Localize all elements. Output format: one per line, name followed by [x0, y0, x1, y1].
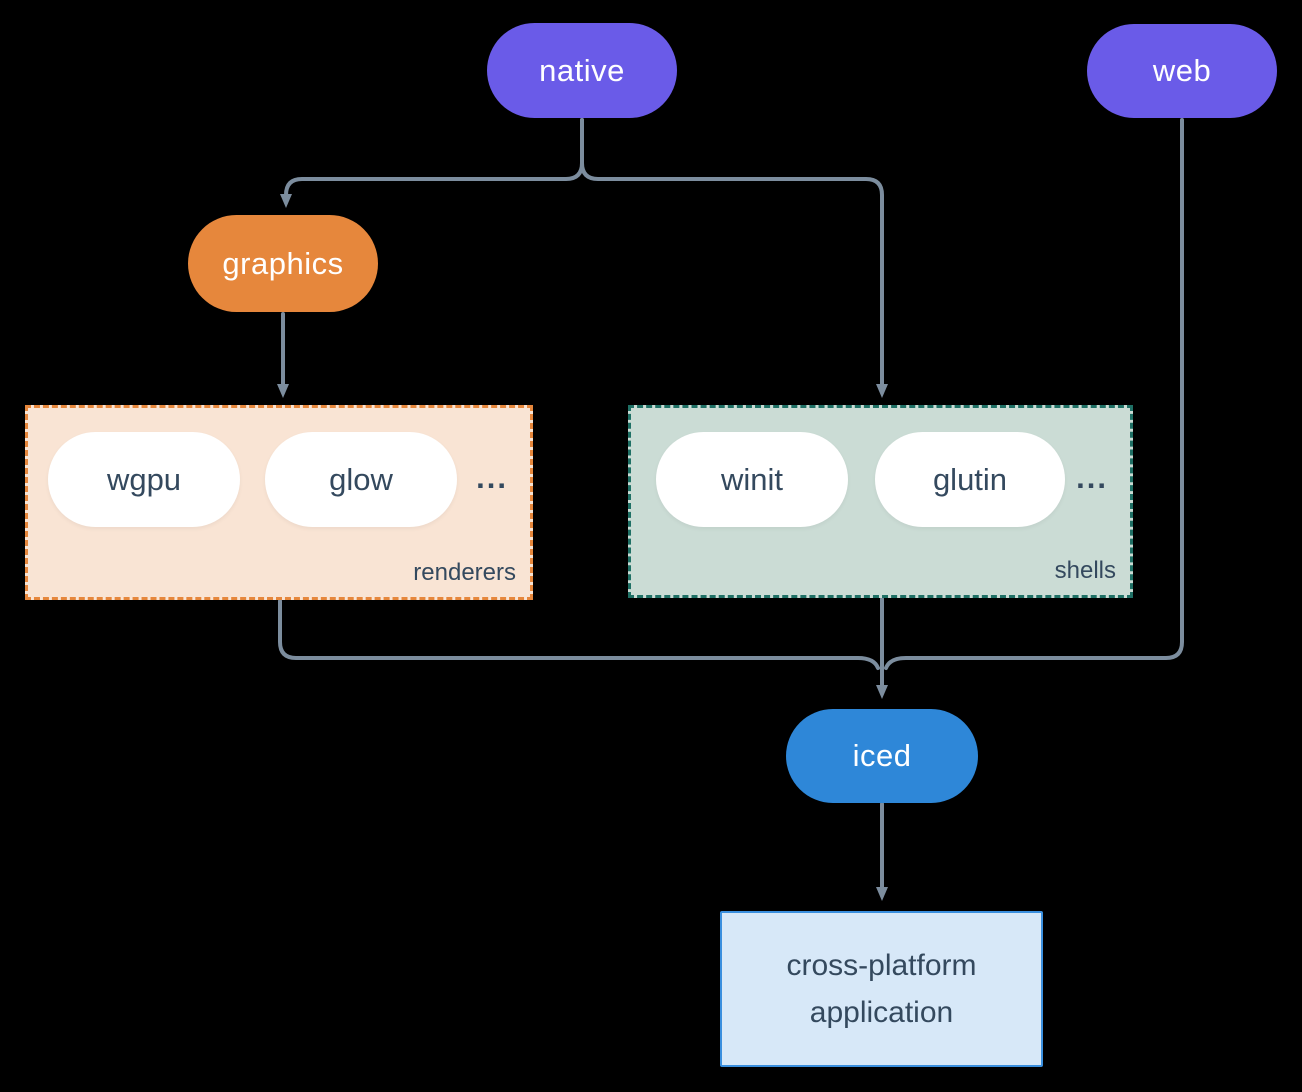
- edge-native-shells: [580, 118, 888, 398]
- node-glow-label: glow: [329, 461, 393, 497]
- node-iced: iced: [786, 709, 978, 803]
- node-web: web: [1087, 24, 1277, 118]
- node-graphics: graphics: [188, 215, 378, 312]
- node-cross-platform-application: cross-platform application: [720, 911, 1043, 1067]
- node-native: native: [487, 23, 677, 118]
- group-renderers: wgpu glow ... renderers: [25, 405, 533, 600]
- node-glutin: glutin: [875, 432, 1065, 527]
- node-winit: winit: [656, 432, 848, 527]
- shells-ellipsis: ...: [1076, 460, 1108, 495]
- node-native-label: native: [539, 52, 625, 88]
- node-graphics-label: graphics: [222, 245, 344, 281]
- node-glow: glow: [265, 432, 457, 527]
- edge-native-graphics: [280, 118, 584, 208]
- node-wgpu-label: wgpu: [106, 461, 182, 497]
- renderers-group-label: renderers: [413, 559, 516, 586]
- node-iced-label: iced: [852, 738, 912, 773]
- shells-group-label: shells: [1054, 557, 1116, 584]
- renderers-ellipsis: ...: [476, 460, 508, 495]
- node-web-label: web: [1152, 53, 1212, 88]
- node-winit-label: winit: [720, 461, 783, 497]
- node-wgpu: wgpu: [48, 432, 240, 527]
- group-shells: winit glutin ... shells: [628, 405, 1133, 598]
- node-glutin-label: glutin: [932, 461, 1008, 497]
- app-box-label: cross-platform application: [786, 949, 977, 1029]
- edge-renderers-merge: [278, 599, 880, 670]
- edge-web-merge: [884, 118, 1184, 670]
